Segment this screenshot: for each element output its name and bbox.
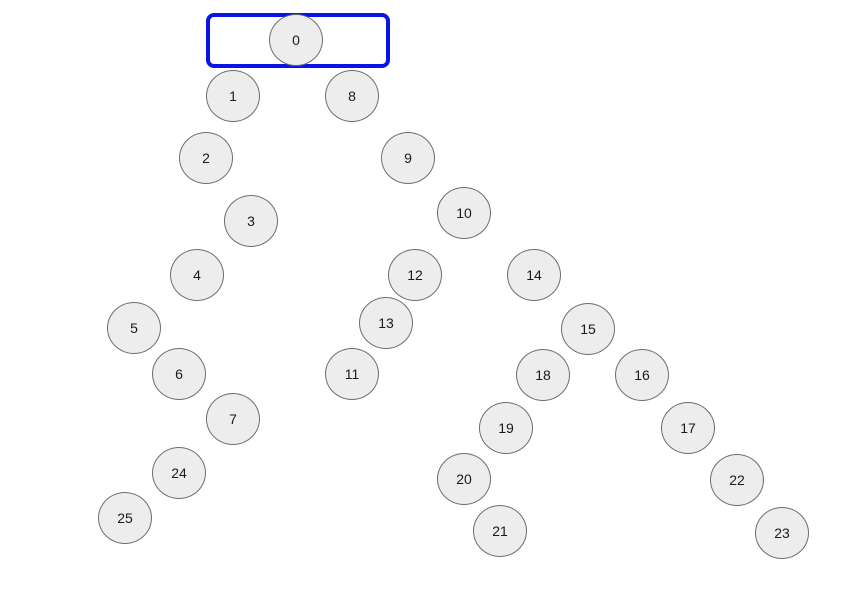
tree-node-8[interactable]: 8 — [325, 70, 379, 122]
tree-node-6[interactable]: 6 — [152, 348, 206, 400]
tree-node-12[interactable]: 12 — [388, 249, 442, 301]
tree-node-22[interactable]: 22 — [710, 454, 764, 506]
tree-node-16[interactable]: 16 — [615, 349, 669, 401]
tree-node-14[interactable]: 14 — [507, 249, 561, 301]
tree-node-0[interactable]: 0 — [269, 14, 323, 66]
tree-node-23[interactable]: 23 — [755, 507, 809, 559]
tree-node-17[interactable]: 17 — [661, 402, 715, 454]
tree-node-20[interactable]: 20 — [437, 453, 491, 505]
tree-node-15[interactable]: 15 — [561, 303, 615, 355]
tree-node-11[interactable]: 11 — [325, 348, 379, 400]
tree-node-3[interactable]: 3 — [224, 195, 278, 247]
tree-node-19[interactable]: 19 — [479, 402, 533, 454]
tree-node-18[interactable]: 18 — [516, 349, 570, 401]
tree-node-9[interactable]: 9 — [381, 132, 435, 184]
tree-node-2[interactable]: 2 — [179, 132, 233, 184]
tree-node-13[interactable]: 13 — [359, 297, 413, 349]
tree-node-25[interactable]: 25 — [98, 492, 152, 544]
tree-node-24[interactable]: 24 — [152, 447, 206, 499]
tree-node-7[interactable]: 7 — [206, 393, 260, 445]
tree-node-1[interactable]: 1 — [206, 70, 260, 122]
tree-node-21[interactable]: 21 — [473, 505, 527, 557]
tree-node-4[interactable]: 4 — [170, 249, 224, 301]
tree-node-10[interactable]: 10 — [437, 187, 491, 239]
tree-node-5[interactable]: 5 — [107, 302, 161, 354]
